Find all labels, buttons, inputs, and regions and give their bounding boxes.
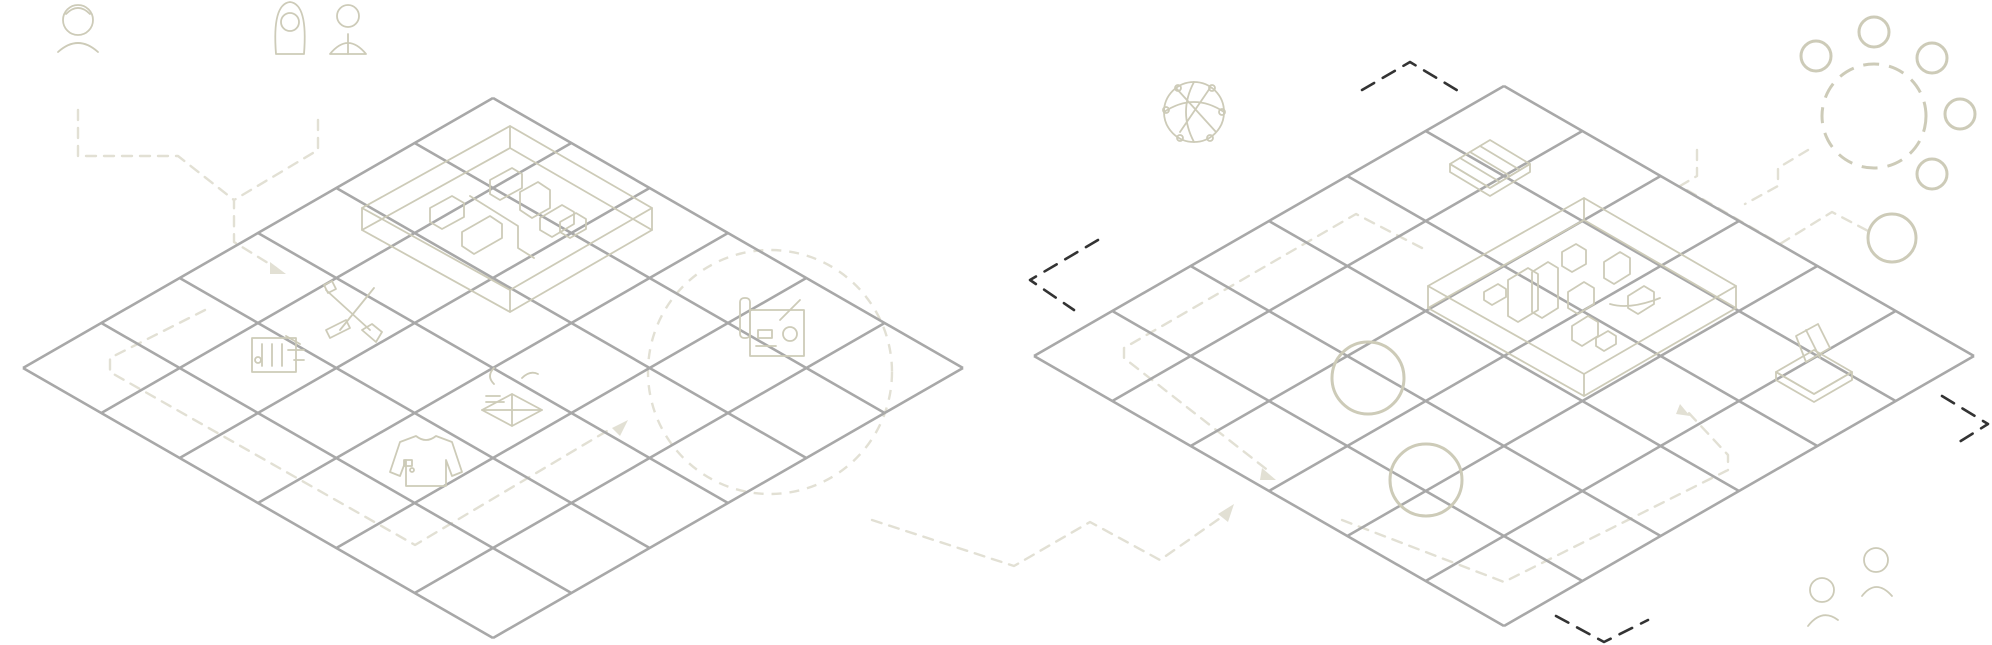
man-pair-icon — [1861, 547, 1893, 597]
city-blocks-icon — [1427, 197, 1737, 397]
flag-tile-icon — [1775, 323, 1853, 403]
left-grid-line — [100, 321, 572, 595]
building-blocks-icon — [361, 125, 653, 313]
crop-field-icon — [251, 335, 305, 373]
left-grid-line — [492, 366, 964, 640]
left-grid-line — [22, 366, 494, 640]
right-connector-path — [1122, 148, 1872, 584]
woman-hijab-icon — [274, 1, 306, 55]
left-isometric-grid — [22, 96, 964, 640]
dashed-circle — [646, 248, 894, 496]
woman-pair-icon — [1807, 577, 1839, 627]
right-grid-line — [1111, 309, 1583, 583]
seedling-plot-icon — [481, 367, 543, 427]
globe-network-icon — [1162, 81, 1226, 143]
left-connector-path — [76, 108, 1228, 568]
shirt-icon — [389, 435, 463, 487]
woman-icon — [57, 4, 99, 53]
corner-brackets — [1028, 60, 1990, 644]
solar-panel-icon — [1449, 139, 1531, 197]
man-icon — [329, 4, 367, 55]
right-isometric-grid — [1033, 84, 1975, 628]
ring-group — [1330, 15, 1977, 518]
garden-tools-icon — [323, 280, 383, 343]
right-grid-line — [1033, 354, 1505, 628]
workspace-icon — [739, 297, 805, 357]
arrow-heads — [270, 262, 1690, 522]
right-grid-line — [1503, 354, 1975, 628]
